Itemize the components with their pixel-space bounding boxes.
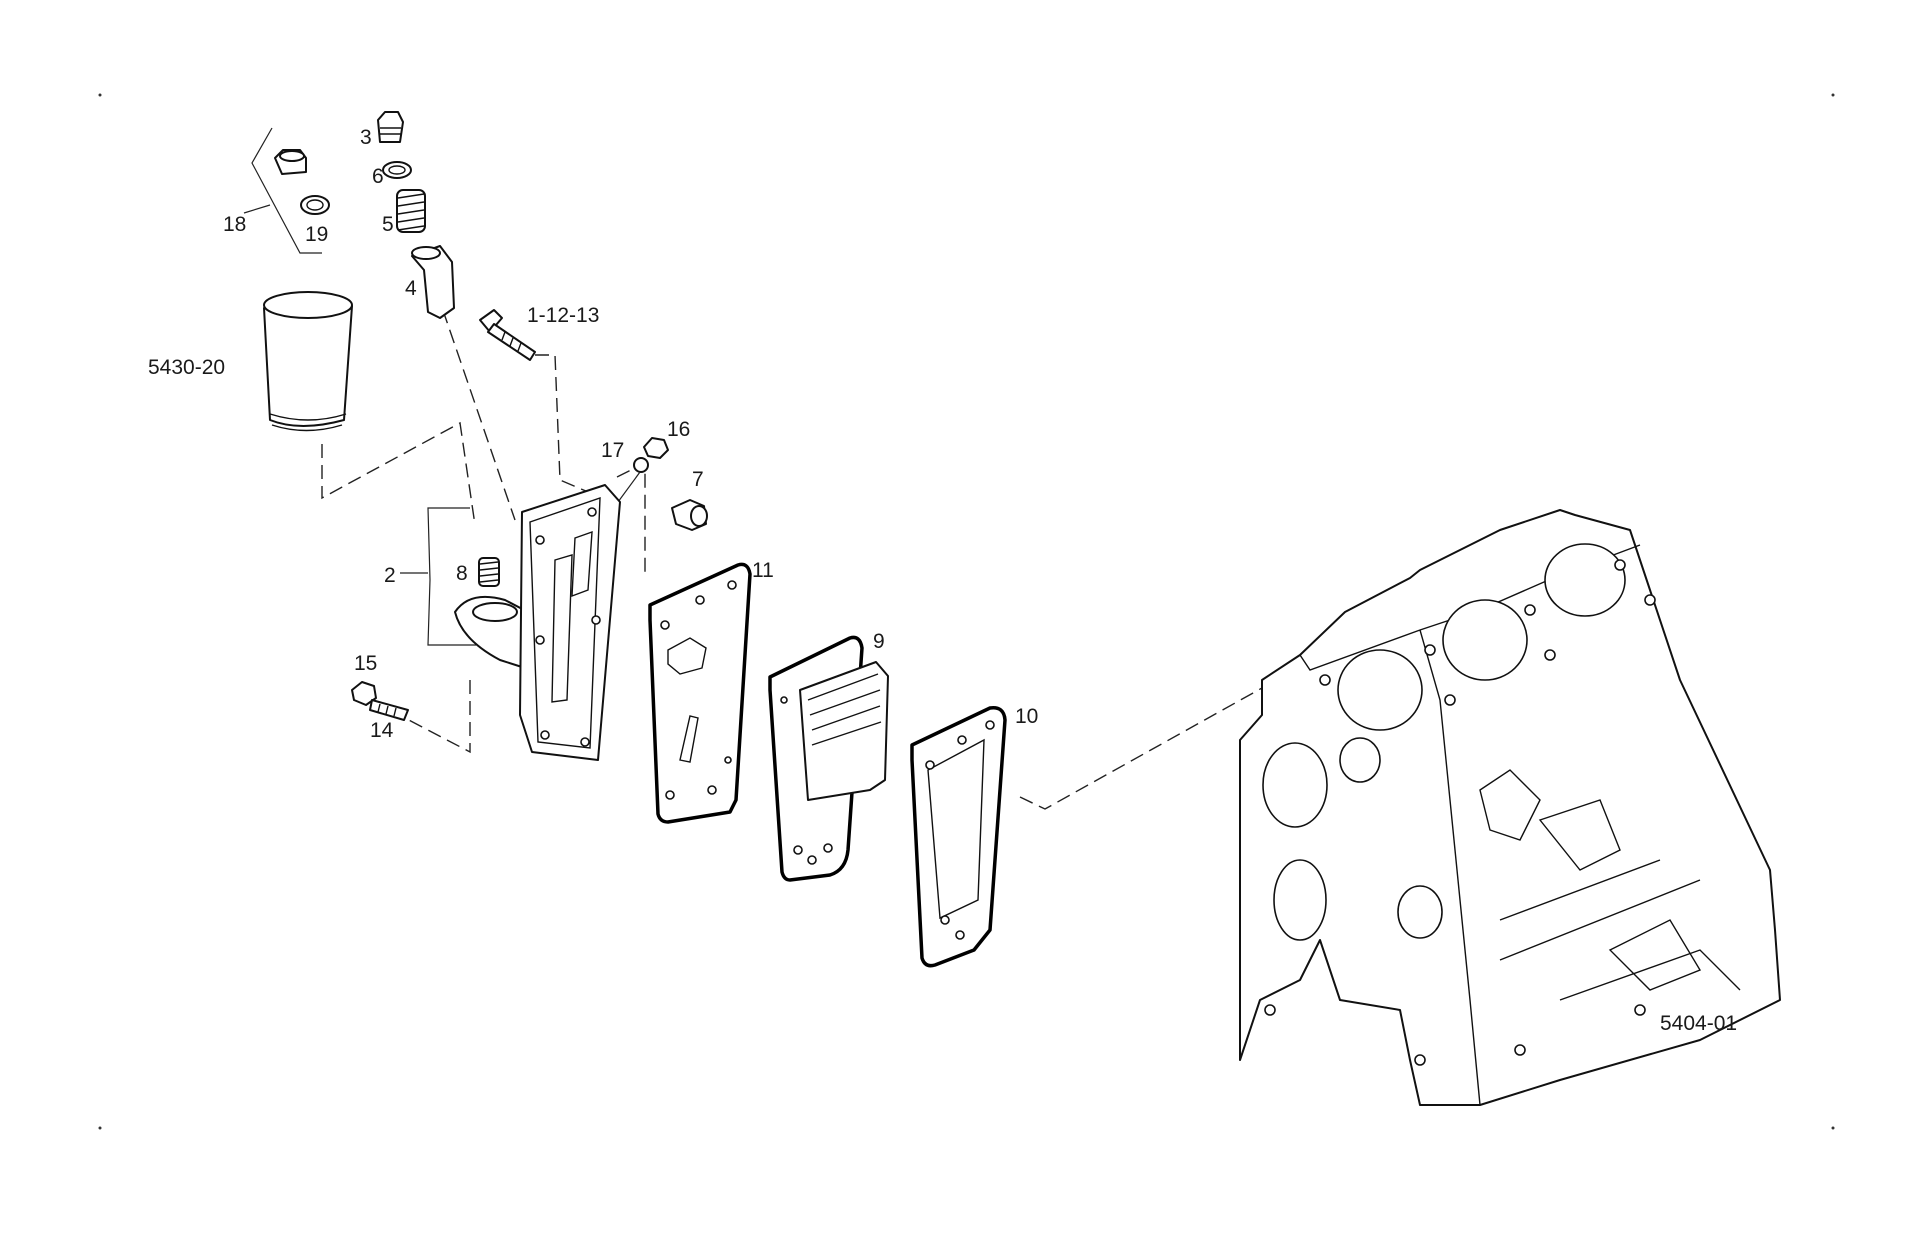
oil-cooler-9 (768, 635, 889, 882)
label-17: 17 (601, 439, 624, 462)
engine-block-5404-01 (1239, 509, 1781, 1106)
corner-marks (98, 93, 1835, 1130)
label-15: 15 (354, 652, 377, 675)
label-9: 9 (873, 630, 885, 653)
label-2: 2 (384, 564, 396, 587)
label-6: 6 (372, 165, 384, 188)
spring-5 (396, 189, 426, 233)
label-4: 4 (405, 277, 417, 300)
piston-4 (411, 245, 455, 319)
leader-lines (243, 127, 476, 646)
label-16: 16 (667, 418, 690, 441)
part-labels: 3 6 5 4 1-12-13 18 19 5430-20 16 17 7 2 … (148, 126, 1737, 1035)
assembly-dashed-lines (321, 289, 1263, 810)
label-1-12-13: 1-12-13 (527, 304, 599, 327)
seal-ring-19 (300, 195, 330, 215)
stud-14 (369, 699, 409, 721)
spring-8 (478, 557, 500, 587)
bolt-1-12-13 (479, 309, 536, 361)
o-ring-6 (382, 161, 412, 179)
label-8: 8 (456, 562, 468, 585)
label-5430-20: 5430-20 (148, 356, 225, 379)
label-5404-01: 5404-01 (1660, 1012, 1737, 1035)
gasket-11 (648, 562, 752, 824)
label-5: 5 (382, 213, 394, 236)
label-19: 19 (305, 223, 328, 246)
label-3: 3 (360, 126, 372, 149)
nut-15 (351, 681, 377, 706)
label-18: 18 (223, 213, 246, 236)
gasket-10 (910, 706, 1007, 968)
washer-17 (617, 457, 649, 503)
label-11: 11 (752, 559, 774, 582)
label-10: 10 (1015, 705, 1038, 728)
oil-filter-5430-20 (263, 291, 353, 432)
label-7: 7 (692, 468, 704, 491)
label-14: 14 (370, 719, 394, 742)
plug-18 (274, 149, 307, 175)
union-3 (377, 111, 404, 143)
plug-7 (671, 499, 708, 531)
plug-16 (643, 437, 669, 459)
filter-housing-2 (454, 484, 621, 761)
